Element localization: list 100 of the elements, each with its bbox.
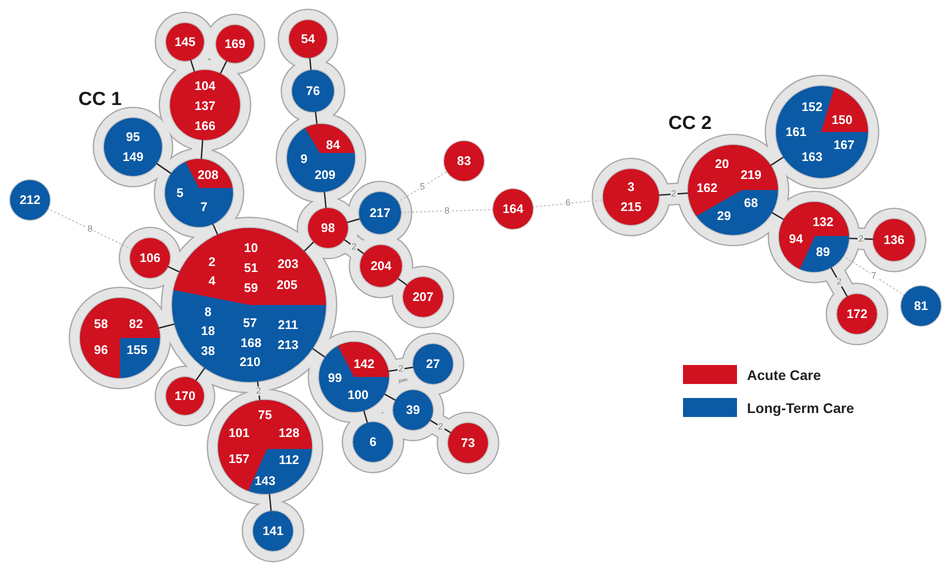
isolate-number: 217 [370, 206, 390, 220]
link-line [256, 380, 261, 402]
isolate-number: 141 [262, 524, 284, 538]
edge-label: 2 [397, 364, 404, 374]
isolate-number: 7 [200, 200, 208, 214]
isolate-number: 8 [204, 306, 212, 318]
link-line [302, 240, 315, 252]
link-line [156, 162, 172, 175]
isolate-number: 149 [122, 150, 144, 164]
isolate-number: 143 [254, 474, 276, 488]
isolate-number: 209 [314, 168, 336, 182]
dashed-link [396, 170, 448, 203]
isolate-number: 207 [412, 290, 434, 304]
legend-label: Long-Term Care [747, 400, 854, 416]
isolate-number: 84 [326, 138, 340, 152]
isolate-number: 137 [194, 100, 216, 112]
link-line [219, 60, 228, 75]
link-line [387, 366, 414, 372]
isolate-number: 168 [240, 336, 262, 350]
isolate-number: 166 [194, 120, 216, 132]
isolate-number: 167 [834, 138, 854, 152]
isolate-number: 83 [457, 154, 471, 168]
isolate-number: 51 [244, 262, 258, 274]
isolate-number: 82 [129, 318, 143, 330]
isolate-number: 205 [276, 278, 298, 292]
pie-node [10, 180, 50, 220]
isolate-number: 145 [174, 36, 196, 48]
cluster-label: CC 1 [78, 89, 122, 111]
isolate-number: 75 [258, 408, 272, 422]
isolate-number: 57 [243, 316, 257, 330]
isolate-number: 100 [348, 388, 368, 402]
link-line [311, 347, 326, 358]
isolate-number: 10 [244, 242, 258, 254]
isolate-number: 18 [201, 324, 215, 338]
isolate-number: 101 [228, 426, 250, 440]
dashed-link [842, 254, 906, 296]
link-line [658, 192, 690, 196]
isolate-number: 162 [696, 182, 718, 194]
isolate-number: 94 [789, 232, 803, 246]
isolate-number: 157 [228, 452, 250, 466]
link-line [268, 492, 272, 512]
cluster-label: CC 2 [668, 113, 712, 135]
isolate-number: 99 [328, 372, 342, 384]
isolate-number: 152 [802, 100, 822, 114]
isolate-number: 204 [370, 260, 392, 272]
isolate-number: 155 [126, 344, 148, 356]
isolate-number: 6 [370, 436, 376, 448]
dashed-link [46, 208, 134, 250]
isolate-number: 213 [278, 338, 298, 352]
isolate-number: 104 [194, 80, 216, 92]
isolate-number: 163 [802, 150, 822, 164]
edge-label: 6 [564, 198, 572, 208]
link-line [158, 323, 176, 330]
link-line [343, 238, 366, 255]
link-line [324, 190, 327, 210]
isolate-number: 54 [301, 32, 315, 46]
pie-node [901, 286, 941, 326]
isolate-number: 58 [94, 318, 108, 330]
isolate-number: 164 [502, 202, 524, 216]
isolate-number: 89 [816, 246, 830, 258]
isolate-number: 211 [278, 318, 298, 332]
isolate-number: 98 [321, 222, 335, 234]
link-line [428, 419, 452, 434]
isolate-number: 29 [717, 210, 731, 222]
isolate-number: 73 [461, 436, 475, 450]
isolate-number: 136 [884, 234, 904, 246]
isolate-number: 170 [174, 390, 196, 402]
isolate-number: 27 [426, 358, 440, 370]
isolate-number: 142 [354, 358, 374, 370]
pie-node [493, 189, 533, 229]
isolate-number: 59 [244, 282, 258, 294]
link-line [200, 138, 204, 160]
edge-label: 2 [836, 278, 843, 287]
isolate-number: 132 [812, 216, 834, 228]
edge-label: 7 [870, 271, 878, 280]
link-line [314, 110, 318, 126]
isolate-number: 210 [240, 356, 260, 368]
isolate-number: 4 [208, 274, 216, 288]
isolate-number: 68 [744, 196, 758, 210]
isolate-number: 39 [406, 404, 420, 416]
link-line [396, 277, 408, 286]
edge-label: 8 [443, 206, 450, 216]
isolate-number: 208 [198, 168, 218, 182]
link-line [362, 409, 368, 424]
isolate-number: 106 [140, 252, 160, 264]
link-line [346, 218, 361, 224]
link-line [309, 56, 312, 72]
isolate-number: 172 [846, 308, 868, 320]
link-line [769, 156, 785, 167]
isolate-number: 150 [832, 114, 852, 126]
isolate-number: 81 [914, 300, 928, 312]
isolate-number: 169 [224, 38, 246, 50]
isolate-number: 203 [278, 258, 298, 270]
isolate-number: 212 [20, 194, 40, 206]
link-line [770, 211, 785, 221]
isolate-number: 219 [740, 168, 762, 182]
isolate-number: 20 [715, 158, 729, 170]
isolate-number: 96 [94, 344, 108, 356]
dashed-link [400, 208, 494, 213]
edge-label: 5 [418, 182, 426, 192]
